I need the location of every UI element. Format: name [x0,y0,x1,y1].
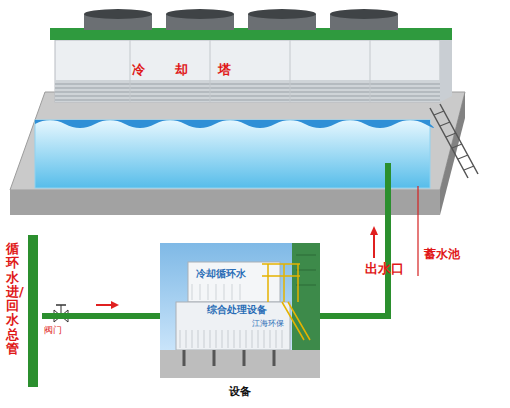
container-legs [184,350,274,366]
flow-arrowhead [111,301,119,309]
device-sign: 冷却循环水 [196,267,246,281]
flow-arrow [96,304,112,306]
cooling-tower: 冷却塔 [10,8,480,215]
valve-handle [56,304,66,306]
flow-arrowhead [370,226,378,235]
pipe [385,163,391,215]
basin-front [10,190,440,215]
tower-body [55,40,440,102]
photo-wall [292,243,320,351]
flow-arrow [373,234,375,258]
part-label: 阀门 [44,324,62,337]
photo-ground [160,350,320,378]
photo-wall-lines [296,255,316,285]
photo-sky [160,243,320,378]
container-ribs [192,284,240,300]
tower-side [440,34,452,102]
pipe-title: 循环水进/回水总管 [6,242,19,356]
part-label: 出水口 [365,262,378,276]
fan-top [166,9,234,19]
stairs [282,302,310,340]
device-sign: 综合处理设备 [207,303,267,317]
leader-line [417,186,418,276]
brand-text: 江海环保 [252,318,284,329]
device-caption: 设备 [160,384,320,399]
ladder-rail [430,104,478,178]
fan-top [84,9,152,19]
main-pipe-node: 循环水进/回水总管 [2,232,42,390]
upper-container [188,262,280,302]
railing [262,264,300,302]
basin-top [10,92,465,190]
water-wave [35,120,434,128]
tower-louver [55,80,440,102]
container-ribs [180,330,282,348]
pipe-connector [320,215,388,316]
fan-top [330,9,398,19]
tower-ribs [130,40,370,102]
main-pipe [28,235,38,387]
device-box: 冷却循环水综合处理设备江海环保设备 [160,243,320,378]
tower-title: 冷却塔 [132,61,261,79]
part-label: 蓄水池 [424,248,436,261]
ladder-rung [434,111,474,170]
louver-lines [55,84,440,100]
water-pool [35,120,430,188]
pipe-connector [42,313,160,319]
lower-container [176,302,290,350]
fan-top [248,9,316,19]
